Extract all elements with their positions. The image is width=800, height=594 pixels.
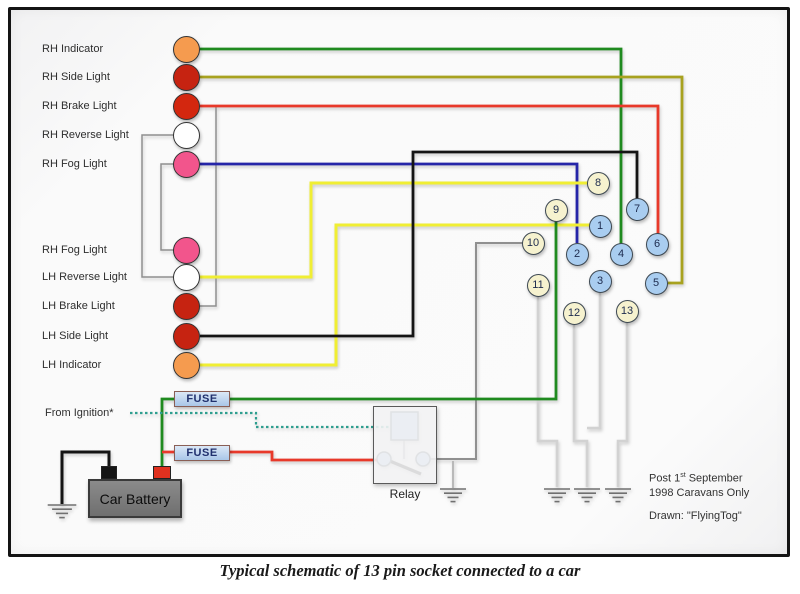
diagram-caption: Typical schematic of 13 pin socket conne… [219, 561, 581, 580]
lamp-label-1: RH Side Light [42, 71, 110, 83]
battery-positive-terminal [153, 466, 171, 479]
fuse-box-1: FUSE [174, 391, 230, 407]
battery-negative-terminal [101, 466, 117, 479]
wires-group [60, 47, 684, 504]
socket-pin-6: 6 [645, 232, 669, 256]
ground-wire-pin3 [587, 293, 602, 430]
socket-pin-3: 3 [588, 269, 612, 293]
lamp-circle-5 [172, 236, 200, 264]
socket-pin-10: 10 [521, 231, 545, 255]
socket-pin-5: 5 [644, 271, 668, 295]
lamp-label-4: RH Fog Light [42, 158, 107, 170]
lamp-circle-7 [172, 292, 200, 320]
battery-fused-to-pin9 [160, 220, 558, 466]
reverse-lights-bracket [141, 134, 174, 278]
socket-pin-4: 4 [609, 242, 633, 266]
ground-wire-pin11 [536, 297, 559, 487]
lamp-circle-3 [172, 121, 200, 149]
lamp-label-9: LH Indicator [42, 359, 102, 371]
battery-ground-wire [60, 450, 111, 504]
lamp-label-3: RH Reverse Light [42, 129, 129, 141]
brake-to-pin6 [200, 104, 660, 234]
lamp-circle-6 [172, 263, 200, 291]
rh-indicator-to-pin4 [200, 47, 623, 244]
socket-pin-2: 2 [565, 242, 589, 266]
relay-output-to-pin10 [430, 242, 523, 460]
lamp-circle-4 [172, 150, 200, 178]
socket-pin-9: 9 [544, 198, 568, 222]
rh-side-to-pin5 [200, 75, 684, 285]
socket-pin-13: 13 [615, 299, 639, 323]
relay-label: Relay [389, 487, 421, 501]
fog-to-pin2 [200, 162, 579, 243]
socket-pin-12: 12 [562, 301, 586, 325]
lamp-circle-0 [172, 35, 200, 63]
socket-pin-11: 11 [526, 273, 550, 297]
ignition-dotted-to-relay-coil [130, 411, 392, 429]
socket-ground-2-icon [574, 488, 600, 503]
battery-ground-icon [47, 504, 77, 519]
relay-box [373, 406, 437, 484]
relay-ground-icon [440, 488, 466, 503]
socket-pin-7: 7 [625, 197, 649, 221]
lamp-label-8: LH Side Light [42, 330, 109, 342]
notes-block: Post 1st September 1998 Caravans Only Dr… [649, 469, 749, 523]
ground-wire-pin12 [572, 325, 589, 487]
note-line-2: 1998 Caravans Only [649, 486, 750, 499]
lamp-circle-9 [172, 351, 200, 379]
from-ignition-label: From Ignition* [45, 407, 114, 419]
socket-pin-8: 8 [586, 171, 610, 195]
socket-pin-1: 1 [588, 214, 612, 238]
note-line-1: Post 1st September [649, 472, 743, 485]
lamp-label-6: LH Reverse Light [42, 271, 127, 283]
lamp-label-7: LH Brake Light [42, 300, 115, 312]
lamp-circle-8 [172, 322, 200, 350]
car-battery: Car Battery [88, 479, 182, 518]
fuse-box-2: FUSE [174, 445, 230, 461]
fog-lights-bracket [160, 163, 174, 251]
lamp-label-0: RH Indicator [42, 43, 104, 55]
lamp-label-5: RH Fog Light [42, 244, 107, 256]
lamp-circle-1 [172, 63, 200, 91]
ground-symbols-group [47, 488, 631, 519]
lh-side-to-pin7 [200, 150, 639, 338]
lamp-label-2: RH Brake Light [42, 100, 117, 112]
lamp-circle-2 [172, 92, 200, 120]
note-drawn-by: Drawn: "FlyingTog" [649, 509, 742, 522]
lh-indicator-to-pin1 [200, 223, 590, 367]
socket-ground-1-icon [544, 488, 570, 503]
ground-wire-pin13 [616, 322, 629, 487]
reverse-to-pin8 [200, 181, 588, 279]
socket-ground-3-icon [605, 488, 631, 503]
